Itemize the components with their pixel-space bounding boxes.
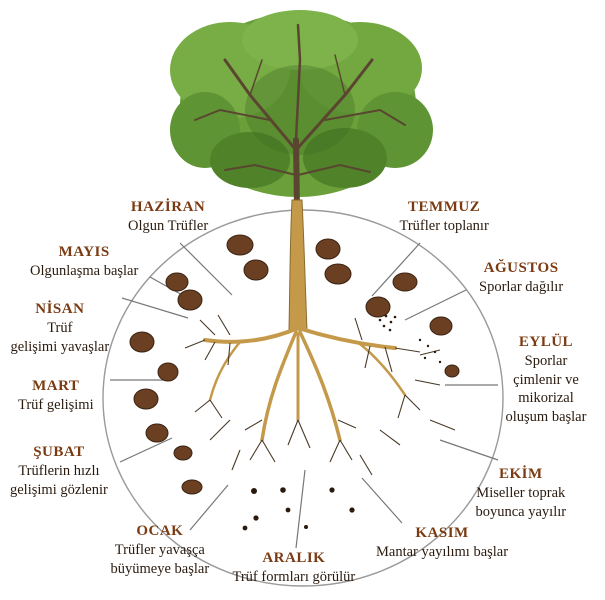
month-description: Sporlar [524,353,568,370]
label-subat: ŞUBAT Trüflerin hızlı gelişimi gözlenir [10,443,108,499]
label-mayis: MAYIS Olgunlaşma başlar [30,243,138,281]
spores [242,314,442,531]
label-haziran: HAZİRAN Olgun Trüfler [128,198,208,236]
month-name: OCAK [136,523,184,539]
tree-trunk [288,199,308,331]
tree-canopy [170,10,433,197]
month-description: büyümeye başlar [110,560,210,577]
tree-roots [203,326,407,442]
fine-roots [184,314,456,476]
month-name: MART [32,378,80,394]
month-description: Trüf gelişimi [18,397,94,414]
label-kasim: KASIM Mantar yayılımı başlar [376,524,508,562]
month-name: ARALIK [262,550,326,566]
month-name: MAYIS [58,244,110,260]
month-description: Olgun Trüfler [128,218,209,235]
month-description: Trüflerin hızlı [18,463,100,480]
cycle-ellipse [102,209,504,587]
month-description: çimlenir ve [513,371,579,388]
tree-branches [194,23,406,213]
month-description: mikorizal [518,390,574,407]
month-description: Mantar yayılımı başlar [376,544,509,561]
month-description: oluşum başlar [505,408,587,425]
label-eylul: EYLÜL Sporlar çimlenir ve mikorizal oluş… [506,333,587,426]
month-name: ŞUBAT [33,444,85,460]
label-temmuz: TEMMUZ Trüfler toplanır [400,198,489,236]
month-description: Trüf [47,320,73,337]
label-ocak: OCAK Trüfler yavaşça büyümeye başlar [111,522,210,578]
month-description: gelişimi gözlenir [10,481,108,498]
month-description: Miseller toprak [476,485,566,502]
month-name: EKİM [498,466,543,482]
month-description: Olgunlaşma başlar [30,263,139,280]
sector-dividers [110,242,499,549]
month-name: TEMMUZ [408,199,481,215]
month-description: Trüfler yavaşça [114,542,205,559]
month-description: Trüfler toplanır [399,218,489,235]
month-name: KASIM [415,525,469,541]
month-name: EYLÜL [518,334,574,350]
month-name: HAZİRAN [130,199,206,215]
label-mart: MART Trüf gelişimi [18,377,94,415]
label-aralik: ARALIK Trüf formları görülür [233,549,356,587]
label-nisan: NİSAN Trüf gelişimi yavaşlar [11,300,110,356]
month-description: Trüf formları görülür [232,569,356,586]
month-description: Sporlar dağılır [479,279,564,296]
month-name: AĞUSTOS [483,260,559,276]
month-name: NİSAN [35,301,85,317]
label-ekim: EKİM Miseller toprak boyunca yayılır [476,465,567,521]
month-description: gelişimi yavaşlar [10,338,110,355]
label-agustos: AĞUSTOS Sporlar dağılır [479,259,563,297]
month-description: boyunca yayılır [475,503,567,520]
truffles [129,234,460,495]
